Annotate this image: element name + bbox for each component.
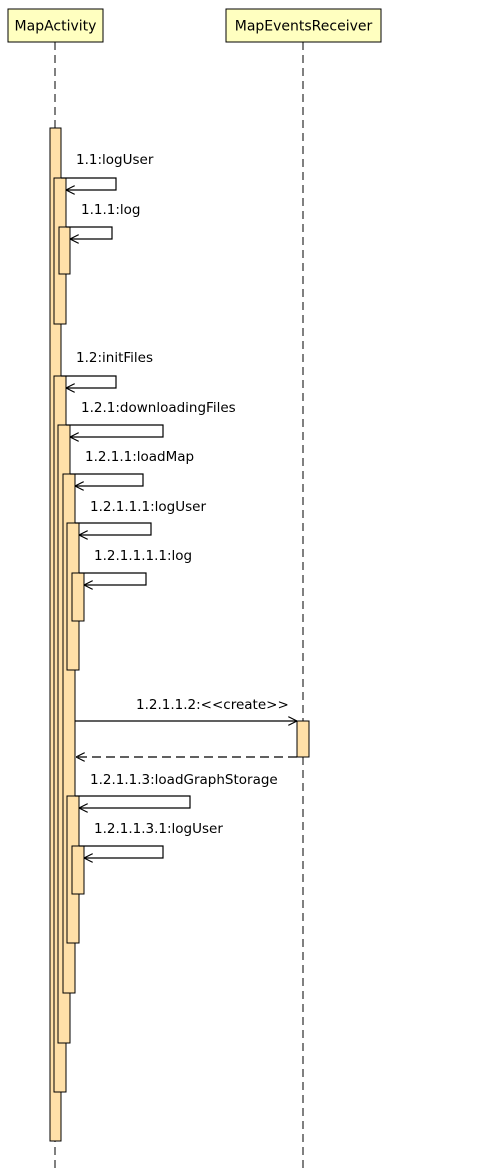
activation-bar: [58, 226, 71, 275]
message-label: 1.2.1.1.1:logUser: [90, 499, 206, 515]
message-label: 1.2.1.1.1.1:log: [94, 548, 192, 564]
message-1-2-initfiles: 1.2:initFiles: [61, 350, 153, 388]
activation-bar: [71, 845, 85, 895]
message-label: 1.2.1.1.3.1:logUser: [94, 821, 223, 837]
message-label: 1.2.1.1.3:loadGraphStorage: [90, 772, 278, 788]
message-label: 1.2.1:downloadingFiles: [81, 400, 236, 416]
activation-bar: [71, 572, 85, 622]
message-1-1-1-log: 1.1.1:log: [66, 202, 140, 239]
message-label: 1.1.1:log: [81, 202, 140, 218]
participant-mapactivity: MapActivity: [7, 8, 104, 43]
message-1-2-1-1-3-loadgraphstorage: 1.2.1.1.3:loadGraphStorage: [75, 772, 278, 808]
message-1-2-1-1-loadmap: 1.2.1.1:loadMap: [70, 449, 194, 486]
message-1-2-1-downloadingfiles: 1.2.1:downloadingFiles: [66, 400, 236, 437]
message-label: 1.2:initFiles: [76, 350, 153, 366]
message-label: 1.2.1.1:loadMap: [85, 449, 194, 465]
participant-mapeventsreceiver: MapEventsReceiver: [225, 8, 382, 43]
activation-bar: [296, 720, 310, 758]
message-1-2-1-1-1-1-log: 1.2.1.1.1.1:log: [79, 548, 192, 585]
message-1-2-1-1-2-create: 1.2.1.1.2:<<create>>: [75, 697, 297, 721]
message-1-2-1-1-3-1-loguser: 1.2.1.1.3.1:logUser: [79, 821, 223, 858]
participant-label: MapActivity: [15, 19, 97, 35]
message-1-1-loguser: 1.1:logUser: [61, 152, 154, 190]
participant-label: MapEventsReceiver: [235, 19, 373, 35]
message-label: 1.2.1.1.2:<<create>>: [136, 697, 289, 713]
message-1-2-1-1-1-loguser: 1.2.1.1.1:logUser: [75, 499, 206, 535]
message-label: 1.1:logUser: [76, 152, 154, 168]
